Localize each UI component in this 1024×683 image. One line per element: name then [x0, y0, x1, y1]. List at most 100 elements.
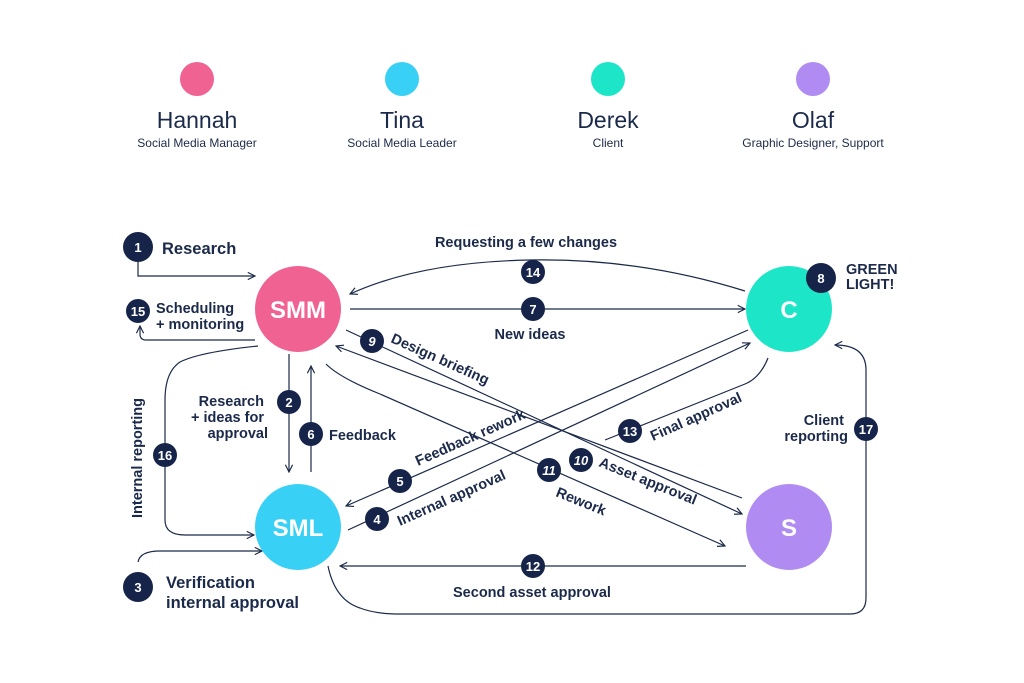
- badge-16-circle: [153, 443, 177, 467]
- badge-6: 6: [299, 422, 323, 446]
- legend-item-hannah: Hannah Social Media Manager: [137, 62, 257, 150]
- label-internal-reporting: Internal reporting: [130, 398, 146, 518]
- node-smm: SMM: [255, 266, 341, 352]
- badge-12-circle: [521, 554, 545, 578]
- badge-6-num: 6: [307, 427, 314, 442]
- node-s: S: [746, 484, 832, 570]
- connector-requesting-changes: [350, 259, 746, 294]
- label-scheduling: Scheduling + monitoring: [156, 301, 244, 333]
- badge-14-num: 14: [526, 265, 541, 280]
- badge-6-circle: [299, 422, 323, 446]
- badge-8-num: 8: [817, 271, 824, 286]
- badge-2-circle: [277, 390, 301, 414]
- badge-15: 15: [126, 299, 150, 323]
- badge-11: 11: [537, 458, 561, 482]
- badge-14: 14: [521, 260, 545, 284]
- legend-name-tina: Tina: [380, 107, 424, 133]
- badge-10: 10: [569, 448, 593, 472]
- label-requesting-changes: Requesting a few changes: [435, 235, 617, 251]
- badge-10-num: 10: [574, 453, 589, 468]
- badge-12: 12: [521, 554, 545, 578]
- badge-9: 9: [360, 329, 384, 353]
- label-verification: Verification internal approval: [166, 574, 299, 612]
- badge-13: 13: [618, 419, 642, 443]
- connectors: [137, 259, 867, 615]
- legend-dot-olaf: [796, 62, 830, 96]
- legend-role-derek: Client: [593, 136, 624, 150]
- label-research: Research: [162, 240, 236, 258]
- badge-9-circle: [360, 329, 384, 353]
- badge-14-circle: [521, 260, 545, 284]
- legend-item-olaf: Olaf Graphic Designer, Support: [742, 62, 884, 150]
- badge-11-circle: [537, 458, 561, 482]
- node-s-label: S: [781, 515, 797, 542]
- label-scheduling-line2: + monitoring: [156, 317, 244, 333]
- label-green-light-line2: LIGHT!: [846, 277, 894, 293]
- connector-feedback-rework: [346, 329, 749, 506]
- legend-item-derek: Derek Client: [577, 62, 639, 150]
- badge-9-num: 9: [368, 334, 376, 349]
- badge-7-num: 7: [529, 302, 536, 317]
- label-client-reporting-line1: Client: [804, 413, 844, 429]
- badge-12-num: 12: [526, 559, 540, 574]
- label-ideas-line1: Research: [199, 394, 264, 410]
- badge-13-circle: [618, 419, 642, 443]
- legend-role-hannah: Social Media Manager: [137, 136, 256, 150]
- node-sml-label: SML: [273, 515, 324, 542]
- label-green-light: GREEN LIGHT!: [846, 262, 902, 293]
- connector-scheduling: [140, 326, 255, 341]
- badge-5-circle: [388, 469, 412, 493]
- badge-5: 5: [388, 469, 412, 493]
- node-s-circle: [746, 484, 832, 570]
- label-client-reporting: Client reporting: [784, 413, 848, 445]
- node-c-label: C: [780, 297, 797, 324]
- badge-4-circle: [365, 507, 389, 531]
- badge-16-num: 16: [158, 448, 172, 463]
- connector-internal-approval: [347, 343, 750, 531]
- label-new-ideas: New ideas: [495, 327, 566, 343]
- label-second-asset-approval: Second asset approval: [453, 585, 611, 601]
- badge-17-circle: [854, 417, 878, 441]
- connector-final-approval: [604, 357, 769, 441]
- label-feedback: Feedback: [329, 428, 397, 444]
- label-verification-line1: Verification: [166, 574, 255, 592]
- badge-3-num: 3: [134, 580, 141, 595]
- label-green-light-line1: GREEN: [846, 262, 898, 278]
- connector-research: [137, 262, 255, 276]
- badge-16: 16: [153, 443, 177, 467]
- legend-dot-derek: [591, 62, 625, 96]
- legend-role-tina: Social Media Leader: [347, 136, 456, 150]
- badge-4: 4: [365, 507, 389, 531]
- legend-item-tina: Tina Social Media Leader: [347, 62, 457, 150]
- legend: Hannah Social Media Manager Tina Social …: [137, 62, 884, 150]
- connector-design-briefing: [345, 329, 742, 514]
- badge-3-circle: [123, 572, 153, 602]
- badge-17-num: 17: [859, 422, 873, 437]
- badge-2-num: 2: [285, 395, 292, 410]
- badge-1-num: 1: [134, 240, 141, 255]
- node-sml-circle: [255, 484, 341, 570]
- badge-8: 8: [806, 263, 836, 293]
- legend-name-olaf: Olaf: [792, 107, 835, 133]
- node-smm-label: SMM: [270, 297, 326, 324]
- label-scheduling-line1: Scheduling: [156, 301, 234, 317]
- badge-11-num: 11: [542, 463, 556, 478]
- legend-name-hannah: Hannah: [157, 107, 238, 133]
- step-badges: 1 2 3 4 5 6 7 8: [123, 232, 878, 602]
- badge-10-circle: [569, 448, 593, 472]
- badge-2: 2: [277, 390, 301, 414]
- badge-7: 7: [521, 297, 545, 321]
- badge-17: 17: [854, 417, 878, 441]
- badge-5-num: 5: [396, 474, 403, 489]
- badge-13-num: 13: [623, 424, 637, 439]
- connector-client-reporting: [327, 345, 867, 615]
- connector-internal-reporting: [164, 345, 259, 535]
- badge-8-circle: [806, 263, 836, 293]
- label-client-reporting-line2: reporting: [784, 429, 848, 445]
- legend-dot-tina: [385, 62, 419, 96]
- badge-15-circle: [126, 299, 150, 323]
- badge-4-num: 4: [373, 512, 381, 527]
- node-sml: SML: [255, 484, 341, 570]
- badge-1-circle: [123, 232, 153, 262]
